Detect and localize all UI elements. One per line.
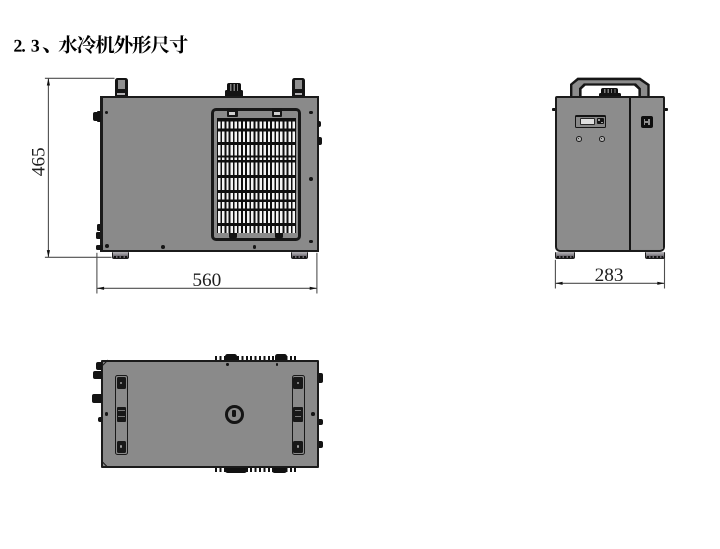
top-left-nozzle: [92, 394, 102, 404]
top-right-tab-3: [318, 441, 323, 448]
grille-clip-left: [227, 107, 238, 117]
side-right-tab-1: [317, 120, 322, 127]
screw: [161, 245, 165, 249]
screw: [104, 110, 109, 115]
top-left-valve: [96, 362, 102, 370]
side-left-nozzle: [92, 112, 99, 121]
temperature-display[interactable]: [580, 118, 595, 125]
screw-dot: [232, 410, 237, 418]
screw-dot: [273, 111, 280, 116]
side-left-tab-2: [96, 231, 100, 240]
detail-mark: [601, 121, 603, 124]
front-foot-right: [645, 251, 665, 260]
side-top-mid-cap: [224, 90, 243, 96]
screw-dot: [229, 111, 236, 116]
detail-mark: [598, 118, 600, 121]
brand-badge: [640, 115, 653, 128]
screw: [226, 363, 229, 366]
front-right-tab: [664, 108, 669, 111]
front-top-cap: [599, 92, 621, 97]
detail-mark: [648, 118, 650, 125]
indicator-light-left: [576, 136, 582, 142]
indicator-light-right: [599, 136, 605, 142]
panel-buttons[interactable]: [597, 117, 605, 125]
screw: [309, 239, 313, 244]
top-front-ridges: [215, 468, 296, 472]
front-panel-seam: [629, 97, 632, 250]
detail-mark: [645, 120, 649, 123]
dim-height-label: 465: [28, 147, 50, 177]
top-corner-chamfers: [102, 359, 109, 468]
top-right-tab-1: [318, 373, 323, 383]
top-right-tab-2: [318, 418, 323, 426]
screw: [104, 412, 109, 416]
front-foot-left: [555, 251, 575, 260]
vent-grille-slats: [216, 118, 296, 234]
top-view-body: [101, 359, 319, 468]
grille-clip-right: [271, 107, 283, 117]
detail-mark: [118, 410, 125, 412]
screw: [311, 412, 315, 416]
screw: [104, 244, 109, 248]
top-rear-ridges: [215, 355, 297, 360]
screw: [309, 177, 313, 181]
screw: [252, 245, 257, 249]
side-foot-left: [112, 252, 130, 259]
side-right-tab-2: [317, 137, 323, 145]
side-corner-bracket: [96, 244, 103, 250]
screw: [309, 110, 313, 115]
front-left-tab: [551, 108, 556, 111]
screw-dot: [119, 445, 123, 448]
detail-mark: [118, 415, 125, 417]
side-left-tab-1: [96, 224, 100, 231]
screw: [275, 363, 279, 366]
screw-dot: [296, 445, 300, 448]
dim-width-label: 560: [192, 269, 222, 291]
detail-mark: [294, 410, 302, 412]
detail-mark: [294, 415, 302, 417]
dim-depth-label: 283: [594, 264, 624, 286]
top-left-tab: [98, 416, 102, 423]
screw-dot: [296, 381, 300, 385]
detail-mark: [643, 118, 646, 125]
screw-dot: [119, 381, 123, 385]
side-foot-right: [291, 252, 309, 259]
top-filler-cap: [225, 404, 245, 424]
